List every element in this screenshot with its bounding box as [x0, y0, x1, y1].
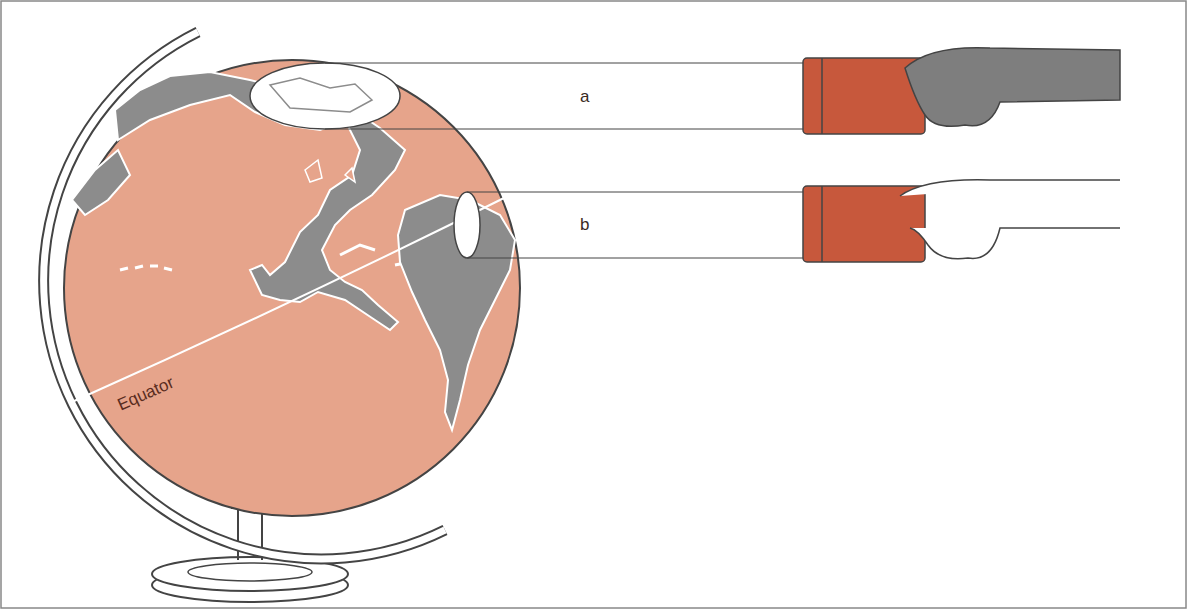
stand-base-ring — [188, 563, 312, 581]
hand-b — [900, 180, 1120, 259]
flashlight-b-rim — [821, 186, 823, 262]
beam-label: b — [580, 216, 589, 233]
globe — [64, 60, 520, 516]
light-spot-b — [454, 192, 480, 258]
flashlight-a-rim — [821, 58, 823, 134]
spot-coastline — [270, 78, 372, 112]
islands — [120, 245, 432, 280]
beam-label: a — [580, 88, 589, 105]
hand-a — [905, 48, 1120, 127]
beam-b — [467, 192, 805, 258]
asia-edge — [72, 150, 130, 215]
lakes — [305, 160, 355, 182]
flashlight-b — [803, 186, 925, 262]
equator-line — [72, 196, 508, 402]
beam-a — [325, 63, 805, 129]
light-spot-a — [250, 63, 400, 129]
